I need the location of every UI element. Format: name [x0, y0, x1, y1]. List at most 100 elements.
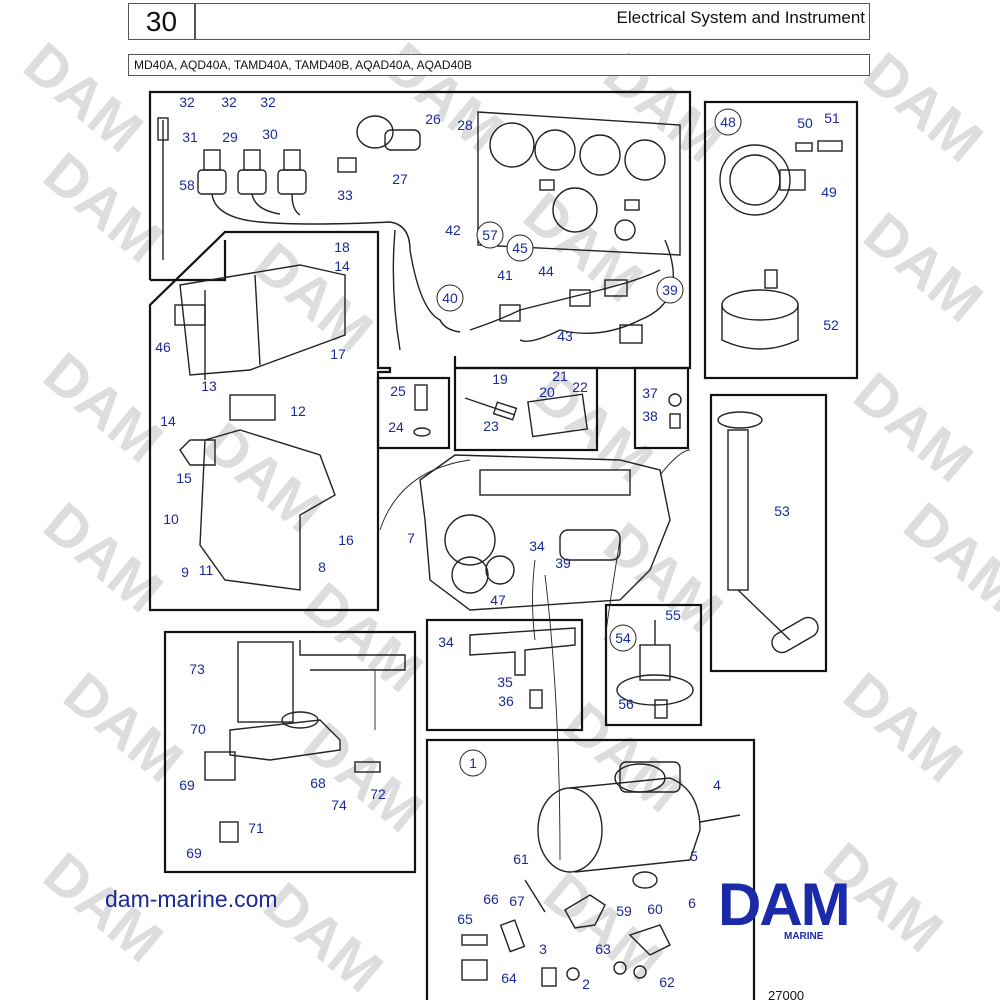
- watermark-text: DAM: [52, 660, 195, 795]
- part-callout-17: 17: [330, 346, 346, 362]
- part-callout-31: 31: [182, 129, 198, 145]
- part-callout-67: 67: [509, 893, 525, 909]
- part-callout-32: 32: [260, 94, 276, 110]
- part-callout-14: 14: [160, 413, 176, 429]
- watermark-text: DAM: [372, 30, 515, 165]
- dam-logo: DAM: [718, 871, 851, 938]
- part-callout-64: 64: [501, 970, 517, 986]
- watermark-text: DAM: [242, 230, 385, 365]
- callout-number: 21: [552, 368, 568, 384]
- callout-number: 39: [662, 282, 678, 298]
- part-callout-37: 37: [642, 385, 658, 401]
- callout-number: 74: [331, 797, 347, 813]
- part-callout-23: 23: [483, 418, 499, 434]
- callout-number: 49: [821, 184, 837, 200]
- part-callout-20: 20: [539, 384, 555, 400]
- document-number: 27000: [768, 988, 805, 1003]
- callout-number: 73: [189, 661, 205, 677]
- callout-number: 32: [260, 94, 276, 110]
- part-callout-28: 28: [457, 117, 473, 133]
- website-link[interactable]: dam-marine.com: [105, 886, 278, 912]
- part-callout-7: 7: [407, 530, 415, 546]
- callout-number: 34: [529, 538, 545, 554]
- part-callout-42: 42: [445, 222, 461, 238]
- callout-number: 64: [501, 970, 517, 986]
- part-callout-59: 59: [616, 903, 632, 919]
- callout-number: 35: [497, 674, 513, 690]
- callout-number: 48: [720, 114, 736, 130]
- callout-number: 53: [774, 503, 790, 519]
- callout-number: 5: [690, 848, 698, 864]
- callout-number: 42: [445, 222, 461, 238]
- part-callout-68: 68: [310, 775, 326, 791]
- part-callout-39: 39: [555, 555, 571, 571]
- callout-circle: [656, 276, 684, 304]
- callout-number: 55: [665, 607, 681, 623]
- part-callout-43: 43: [557, 328, 573, 344]
- part-callout-30: 30: [262, 126, 278, 142]
- part-callout-3: 3: [539, 941, 547, 957]
- watermark-text: DAM: [842, 360, 985, 495]
- part-callout-32: 32: [179, 94, 195, 110]
- watermark-text: DAM: [192, 410, 335, 545]
- callout-number: 23: [483, 418, 499, 434]
- part-callout-27: 27: [392, 171, 408, 187]
- part-callout-9: 9: [181, 564, 189, 580]
- callout-number: 16: [338, 532, 354, 548]
- callout-number: 15: [176, 470, 192, 486]
- part-callout-49: 49: [821, 184, 837, 200]
- callout-circle: [609, 624, 637, 652]
- part-callout-11: 11: [199, 562, 214, 578]
- part-callout-63: 63: [595, 941, 611, 957]
- part-callout-8: 8: [318, 559, 326, 575]
- callout-number: 11: [199, 562, 214, 578]
- callout-number: 24: [388, 419, 404, 435]
- callout-number: 69: [186, 845, 202, 861]
- callout-number: 32: [179, 94, 195, 110]
- callout-number: 65: [457, 911, 473, 927]
- callout-number: 13: [201, 378, 217, 394]
- callout-number: 62: [659, 974, 675, 990]
- part-callout-12: 12: [290, 403, 306, 419]
- part-callout-58: 58: [179, 177, 195, 193]
- part-callout-6: 6: [688, 895, 696, 911]
- part-callout-50: 50: [797, 115, 813, 131]
- part-callout-16: 16: [338, 532, 354, 548]
- part-callout-10: 10: [163, 511, 179, 527]
- callout-number: 45: [512, 240, 528, 256]
- callout-number: 14: [160, 413, 176, 429]
- callout-number: 28: [457, 117, 473, 133]
- part-callout-45: 45: [506, 234, 534, 262]
- callout-number: 68: [310, 775, 326, 791]
- callout-number: 58: [179, 177, 195, 193]
- part-callout-61: 61: [513, 851, 529, 867]
- part-callout-57: 57: [476, 221, 504, 249]
- part-callout-46: 46: [155, 339, 171, 355]
- part-callout-21: 21: [552, 368, 568, 384]
- callout-number: 39: [555, 555, 571, 571]
- part-callout-18: 18: [334, 239, 350, 255]
- callout-number: 33: [337, 187, 353, 203]
- part-callout-24: 24: [388, 419, 404, 435]
- part-callout-40: 40: [436, 284, 464, 312]
- callout-number: 46: [155, 339, 171, 355]
- watermark-text: DAM: [852, 200, 995, 335]
- part-callout-52: 52: [823, 317, 839, 333]
- part-callout-53: 53: [774, 503, 790, 519]
- callout-number: 19: [492, 371, 508, 387]
- callout-number: 9: [181, 564, 189, 580]
- callout-number: 56: [618, 696, 634, 712]
- callout-number: 44: [538, 263, 554, 279]
- part-callout-22: 22: [572, 379, 588, 395]
- part-callout-54: 54: [609, 624, 637, 652]
- part-callout-2: 2: [582, 976, 590, 992]
- callout-number: 1: [469, 755, 477, 771]
- part-callout-34: 34: [438, 634, 454, 650]
- watermark-text: DAM: [892, 490, 1000, 625]
- callout-number: 32: [221, 94, 237, 110]
- callout-number: 31: [182, 129, 198, 145]
- watermark-text: DAM: [32, 490, 175, 625]
- callout-number: 69: [179, 777, 195, 793]
- callout-number: 6: [688, 895, 696, 911]
